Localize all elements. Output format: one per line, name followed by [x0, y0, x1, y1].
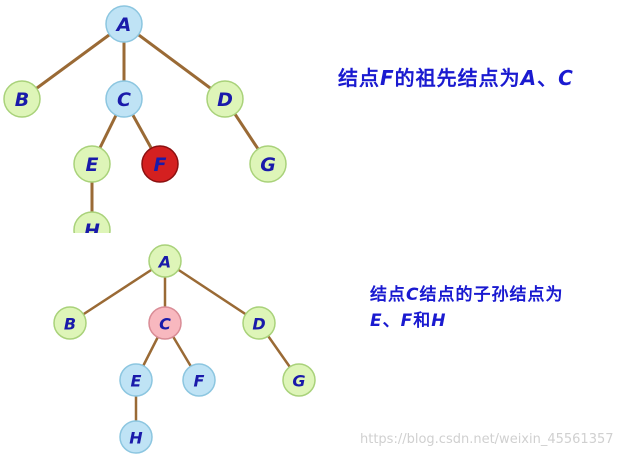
node-label-B: B — [15, 89, 29, 111]
ancestor-caption: 结点F的祖先结点为A、C — [338, 66, 574, 90]
node-F — [182, 363, 216, 397]
edge-A-D — [123, 22, 226, 101]
node-label-F: F — [154, 154, 167, 176]
node-G — [282, 363, 316, 397]
node-label-C: C — [117, 89, 131, 111]
node-label-H: H — [129, 429, 143, 448]
node-label-D: D — [252, 315, 265, 334]
node-F — [141, 145, 179, 183]
node-label-B: B — [64, 315, 76, 334]
node-H — [73, 211, 111, 233]
descendant-tree: A B C D E F G H — [53, 244, 316, 454]
node-D — [242, 306, 276, 340]
watermark: https://blog.csdn.net/weixin_45561357 — [360, 432, 614, 447]
node-label-E: E — [86, 154, 99, 176]
node-G — [249, 145, 287, 183]
node-label-F: F — [194, 372, 205, 391]
node-label-H: H — [84, 220, 100, 242]
node-H — [119, 420, 153, 454]
node-B — [3, 80, 41, 118]
ancestor-tree: A B C D E F G H — [3, 5, 287, 242]
edge-A-D — [164, 259, 260, 325]
node-label-C: C — [159, 315, 171, 334]
node-E — [119, 363, 153, 397]
node-A — [148, 244, 182, 278]
node-label-E: E — [131, 372, 142, 391]
node-E — [73, 145, 111, 183]
edge-A-B — [69, 259, 166, 325]
node-A — [105, 5, 143, 43]
edge-A-B — [21, 22, 125, 101]
node-label-A: A — [157, 253, 171, 272]
node-label-G: G — [260, 154, 276, 176]
node-C — [148, 306, 182, 340]
node-D — [206, 80, 244, 118]
node-B — [53, 306, 87, 340]
node-label-D: D — [217, 89, 233, 111]
node-label-G: G — [292, 372, 305, 391]
node-label-A: A — [115, 14, 132, 36]
node-C — [105, 80, 143, 118]
